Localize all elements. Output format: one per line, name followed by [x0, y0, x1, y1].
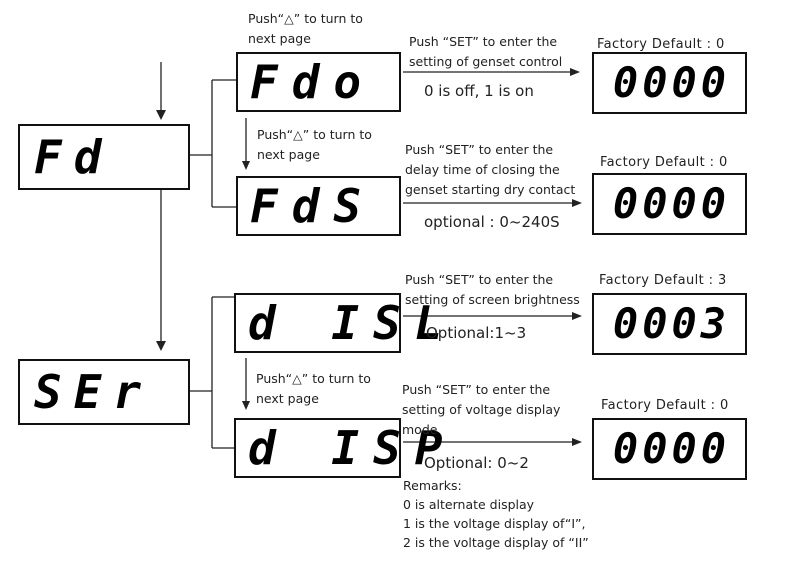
value-box-disl: 0003 [592, 293, 747, 355]
remarks-line-1: 0 is alternate display [403, 497, 535, 512]
set-note-fdo-line-2: setting of genset control [409, 54, 563, 69]
set-note-fds-line-3: genset starting dry contact [405, 182, 576, 197]
submenu-display-fds: FdS [250, 179, 376, 233]
set-note-fds-line-2: delay time of closing the [405, 162, 560, 177]
default-label-disl: Factory Default : 3 [599, 273, 727, 288]
value-display-disp: 0000 [612, 424, 731, 473]
remarks-line-3: 2 is the voltage display of “II” [403, 535, 589, 550]
set-note-fdo-line-1: Push “SET” to enter the [409, 34, 558, 49]
push-note-3-line-1: Push“△” to turn to [256, 371, 371, 386]
submenu-display-disp: d ISP [248, 421, 457, 475]
remarks-heading: Remarks: [403, 478, 462, 493]
set-note-disl-line-1: Push “SET” to enter the [405, 272, 554, 287]
value-display-fds: 0000 [612, 179, 731, 228]
submenu-box-fdo: Fdo [236, 52, 401, 112]
remarks-line-2: 1 is the voltage display of“I”, [403, 516, 586, 531]
push-note-1-line-1: Push“△” to turn to [248, 11, 363, 26]
menu-display-ser: SEr [34, 365, 154, 419]
value-display-disl: 0003 [612, 299, 731, 348]
push-note-2-line-2: next page [257, 147, 320, 162]
submenu-box-disp: d ISP [234, 418, 442, 478]
option-disl: Optional:1~3 [426, 324, 527, 342]
set-note-disp-line-1: Push “SET” to enter the [402, 382, 551, 397]
set-note-disp-line-2: setting of voltage display [402, 402, 561, 417]
value-box-fdo: 0000 [592, 52, 747, 114]
submenu-box-fds: FdS [236, 176, 401, 236]
value-box-fds: 0000 [592, 173, 747, 235]
submenu-display-fdo: Fdo [250, 55, 376, 109]
submenu-display-disl: d ISL [248, 296, 457, 350]
push-note-1-line-2: next page [248, 31, 311, 46]
value-display-fdo: 0000 [612, 58, 731, 107]
set-note-fds-line-1: Push “SET” to enter the [405, 142, 554, 157]
option-disp: Optional: 0~2 [424, 454, 529, 472]
default-label-disp: Factory Default : 0 [601, 398, 729, 413]
menu-display-fd: Fd [34, 130, 114, 184]
option-fds: optional : 0~240S [424, 213, 560, 231]
set-note-disp-line-3: mode [402, 422, 438, 437]
submenu-box-disl: d ISL [234, 293, 442, 353]
menu-box-fd: Fd [18, 124, 190, 190]
default-label-fds: Factory Default : 0 [600, 155, 728, 170]
menu-box-ser: SEr [18, 359, 190, 425]
push-note-3-line-2: next page [256, 391, 319, 406]
option-fdo: 0 is off, 1 is on [424, 82, 534, 100]
set-note-disl-line-2: setting of screen brightness [405, 292, 580, 307]
value-box-disp: 0000 [592, 418, 747, 480]
default-label-fdo: Factory Default : 0 [597, 37, 725, 52]
push-note-2-line-1: Push“△” to turn to [257, 127, 372, 142]
